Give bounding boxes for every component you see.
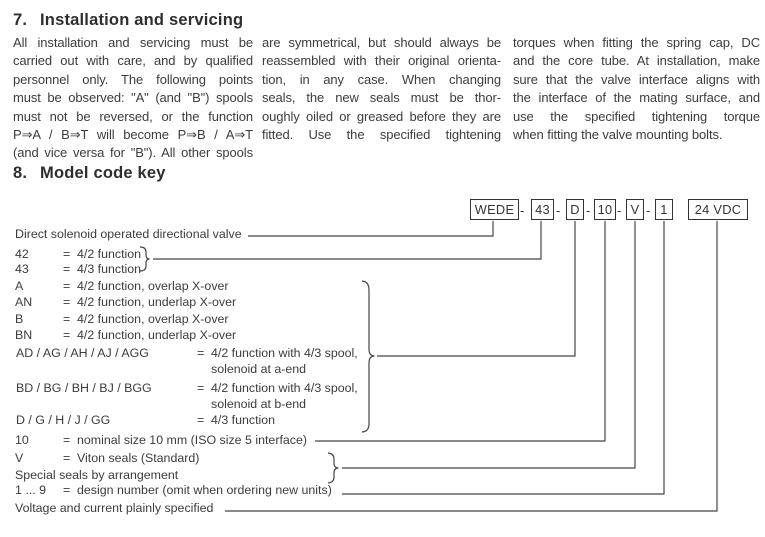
key-row-equals: =: [197, 381, 205, 395]
paragraph-line: seals, the new seals must be thor-: [262, 90, 501, 106]
connector-line-wede: [248, 221, 494, 237]
key-row-label: Direct solenoid operated directional val…: [15, 227, 242, 241]
model-code-segment-box: 43: [531, 199, 554, 220]
key-row-code: 10: [15, 433, 29, 447]
key-row-code: 43: [15, 262, 29, 276]
key-row-desc-line2: solenoid at a-end: [211, 362, 307, 376]
paragraph-line: and the core tube. At installation, make: [513, 53, 760, 69]
model-code-segment-label: WEDE: [474, 202, 515, 217]
key-row-equals: =: [63, 451, 71, 465]
model-code-segment-label: V: [630, 202, 640, 217]
text-column-2: are symmetrical, but should always be rea…: [262, 34, 501, 144]
key-row-equals: =: [197, 413, 205, 427]
paragraph-line: P⇒A / B⇒T will become P⇒B / A⇒T: [13, 126, 253, 142]
key-row-desc: 4/2 function with 4/3 spool,: [211, 381, 358, 395]
key-row-desc: 4/2 function, overlap X-over: [77, 312, 229, 326]
brace-spool-group: [361, 280, 375, 433]
connector-line-d: [377, 221, 576, 357]
paragraph-line: (and vice versa for "B"). All other spoo…: [13, 145, 253, 161]
key-row-desc: 4/2 function: [77, 247, 142, 261]
model-code-segment-box: WEDE: [470, 199, 519, 220]
key-row-equals: =: [63, 328, 71, 342]
brace-seals: [327, 452, 339, 484]
voltage-label: 24 VDC: [694, 202, 742, 217]
paragraph-line: personnel only. The following points: [13, 71, 253, 87]
paragraph-line: oughly oiled or greased before they are: [262, 108, 501, 124]
model-code-segment-box: D: [566, 199, 584, 220]
connector-line-10: [315, 221, 606, 442]
key-row-label: Special seals by arrangement: [15, 468, 179, 482]
key-row-desc: 4/2 function with 4/3 spool,: [211, 346, 358, 360]
paragraph-line: the interface of the mating surface, and: [513, 90, 760, 106]
connector-line-v: [342, 221, 636, 469]
key-row-equals: =: [63, 312, 71, 326]
section8-title: Model code key: [40, 164, 166, 182]
key-row-code: AN: [15, 295, 33, 309]
connector-line-1: [342, 221, 665, 495]
key-row-desc: 4/3 function: [211, 413, 276, 427]
model-code-segment-label: 1: [660, 202, 668, 217]
model-code-segment-label: 43: [535, 202, 550, 217]
section7-title: Installation and servicing: [40, 11, 244, 29]
paragraph-line: must not be reversed, or the function: [13, 108, 253, 124]
key-row-desc: nominal size 10 mm (ISO size 5 interface…: [77, 433, 307, 447]
model-code-separator: -: [520, 203, 525, 218]
model-code-separator: -: [646, 203, 651, 218]
key-row-code: D / G / H / J / GG: [16, 413, 111, 427]
key-row-code: 1 ... 9: [15, 483, 46, 497]
paragraph-line: fitted. Use the specified tightening: [262, 126, 501, 142]
key-row-code: B: [15, 312, 24, 326]
model-code-separator: -: [617, 203, 622, 218]
section8-heading: 8. Model code key: [13, 164, 166, 183]
paragraph-line: torques when fitting the spring cap, DC: [513, 35, 760, 50]
key-row-equals: =: [63, 262, 71, 276]
section7-number: 7.: [13, 11, 28, 29]
paragraph-line: sure that the valve interface aligns wit…: [513, 71, 760, 87]
key-row-desc: Viton seals (Standard): [77, 451, 200, 465]
text-column-3: torques when fitting the spring cap, DC a…: [513, 34, 760, 144]
key-row-code: BD / BG / BH / BJ / BGG: [16, 381, 152, 395]
paragraph-line: reassembled with their original orienta-: [262, 53, 501, 69]
model-code-segment-label: 10: [597, 202, 613, 217]
key-row-desc: 4/2 function, underlap X-over: [77, 295, 237, 309]
key-row-code: A: [15, 279, 24, 293]
model-code-segment-box: 10: [594, 199, 616, 220]
model-code-segment-box: 1: [655, 199, 673, 220]
paragraph-line: use the specified tightening torque: [513, 108, 760, 124]
key-row-desc-line2: solenoid at b-end: [211, 397, 307, 411]
key-row-equals: =: [63, 483, 71, 497]
key-row-code: AD / AG / AH / AJ / AGG: [16, 346, 149, 360]
brace-42-43: [139, 246, 150, 272]
paragraph-line: are symmetrical, but should always be: [262, 35, 501, 50]
paragraph-line: must be observed: "A" (and "B") spools: [13, 90, 253, 106]
voltage-box: 24 VDC: [688, 199, 748, 220]
model-code-segment-label: D: [570, 202, 580, 217]
key-row-equals: =: [63, 279, 71, 293]
text-column-1: All installation and servicing must be ca…: [13, 34, 253, 163]
key-row-desc: 4/3 function: [77, 262, 142, 276]
section7-heading: 7. Installation and servicing: [13, 11, 243, 30]
key-row-code: V: [15, 451, 24, 465]
model-code-segment-box: V: [626, 199, 644, 220]
paragraph-line: All installation and servicing must be: [13, 35, 253, 50]
key-row-equals: =: [63, 247, 71, 261]
key-row-equals: =: [63, 295, 71, 309]
key-row-code: 42: [15, 247, 29, 261]
paragraph-line: carried out with care, and by qualified: [13, 53, 253, 69]
model-code-separator: -: [586, 203, 591, 218]
key-row-label: Voltage and current plainly specified: [15, 501, 214, 515]
key-row-code: BN: [15, 328, 33, 342]
paragraph-line: when fitting the valve mounting bolts.: [513, 126, 723, 142]
key-row-equals: =: [63, 433, 71, 447]
paragraph-line: tion, in any case. When changing: [262, 71, 501, 87]
key-row-desc: design number (omit when ordering new un…: [77, 483, 332, 497]
key-row-desc: 4/2 function, underlap X-over: [77, 328, 237, 342]
section8-number: 8.: [13, 164, 28, 182]
model-code-separator: -: [556, 203, 561, 218]
key-row-equals: =: [197, 346, 205, 360]
key-row-desc: 4/2 function, overlap X-over: [77, 279, 229, 293]
